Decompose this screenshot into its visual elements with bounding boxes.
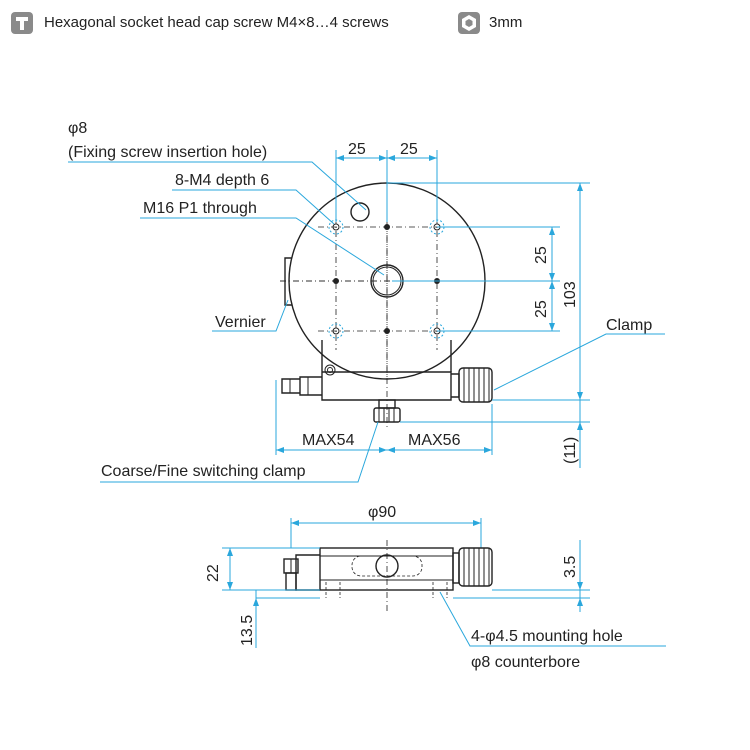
hex-size-text: 3mm — [489, 14, 523, 31]
mounting-hole-label: 4-φ4.5 mounting hole — [471, 628, 623, 645]
clamp-collar — [451, 373, 460, 398]
fixing-hole-label: (Fixing screw insertion hole) — [68, 144, 267, 161]
dim-103: 103 — [562, 281, 579, 308]
side-left-block — [295, 554, 320, 591]
dim-3-5: 3.5 — [562, 556, 579, 578]
screw-spec-text: Hexagonal socket head cap screw M4×8…4 s… — [44, 14, 389, 31]
fixing-screw-hole — [350, 202, 370, 222]
hex-socket-icon — [458, 12, 480, 34]
side-clamp-knob — [458, 547, 493, 587]
top-view: φ8 (Fixing screw insertion hole) 8-M4 de… — [68, 120, 665, 483]
dim-11: (11) — [562, 437, 579, 464]
dim-25-lower: 25 — [533, 300, 550, 318]
top-dimensions — [68, 150, 665, 483]
side-center-hole — [375, 554, 399, 578]
fixing-hole-dia-label: φ8 — [68, 120, 87, 137]
center-hole-label: M16 P1 through — [143, 200, 257, 217]
clamp-knob — [458, 367, 493, 403]
side-slot — [351, 555, 423, 577]
coarse-fine-knob — [373, 407, 401, 423]
dim-25-right: 25 — [400, 141, 418, 158]
dim-25-upper: 25 — [533, 246, 550, 264]
vernier-tab — [284, 257, 292, 306]
vernier-label: Vernier — [215, 314, 266, 331]
hex-key-icon — [11, 12, 33, 34]
max-right-label: MAX56 — [408, 432, 461, 449]
dim-25-left: 25 — [348, 141, 366, 158]
clamp-label: Clamp — [606, 317, 652, 334]
header: Hexagonal socket head cap screw M4×8…4 s… — [0, 0, 750, 46]
stage-body — [321, 371, 452, 401]
dim-22: 22 — [205, 564, 222, 582]
corner-tapped-holes — [328, 219, 445, 339]
top-arrowheads — [276, 155, 583, 453]
left-shaft — [299, 376, 322, 396]
dim-13-5: 13.5 — [239, 615, 256, 646]
dia-90-label: φ90 — [368, 504, 396, 521]
set-screw — [324, 364, 336, 376]
clamp-knurl — [463, 368, 490, 402]
tapped-holes-label: 8-M4 depth 6 — [175, 172, 269, 189]
coarse-fine-label: Coarse/Fine switching clamp — [101, 463, 306, 480]
axis-tapped-holes — [333, 224, 440, 334]
max-left-label: MAX54 — [302, 432, 355, 449]
side-view: φ90 22 — [205, 504, 666, 671]
side-mounting-holes — [325, 582, 448, 598]
counterbore-label: φ8 counterbore — [471, 654, 580, 671]
